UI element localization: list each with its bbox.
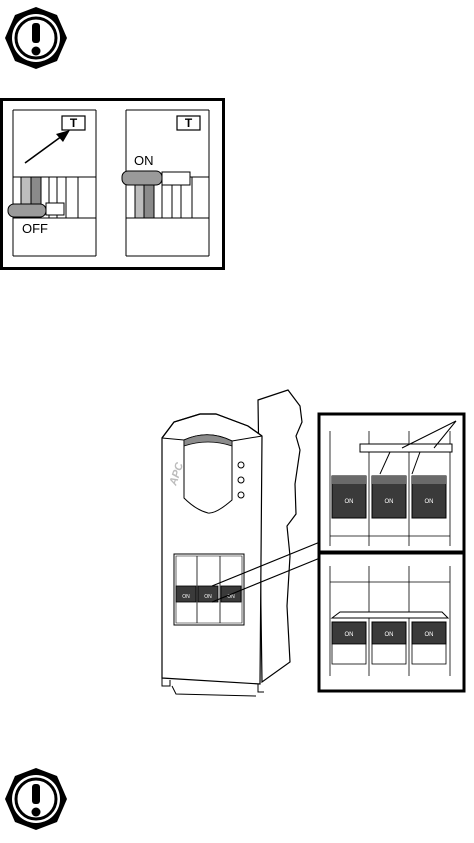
breaker-switch-figure: T OFF T ON [0, 98, 225, 270]
exclamation-notice-icon [0, 763, 72, 835]
notice-icon-top [0, 2, 72, 74]
left-state-label: OFF [22, 221, 48, 236]
right-state-label: ON [134, 153, 154, 168]
detail-top-label: ON [425, 499, 434, 505]
detail-bottom-label: ON [385, 632, 394, 638]
detail-bottom-label: ON [425, 632, 434, 638]
left-tag-label: T [70, 116, 78, 130]
ups-breaker-label: ON [182, 594, 190, 600]
notice-icon-bottom [0, 763, 72, 835]
ups-breaker-figure: APC ON ON ON [150, 386, 474, 702]
detail-top-label: ON [345, 499, 354, 505]
detail-top-label: ON [385, 499, 394, 505]
detail-bottom-label: ON [345, 632, 354, 638]
exclamation-notice-icon [0, 2, 72, 74]
ups-breaker-label: ON [204, 594, 212, 600]
right-tag-label: T [185, 116, 193, 130]
